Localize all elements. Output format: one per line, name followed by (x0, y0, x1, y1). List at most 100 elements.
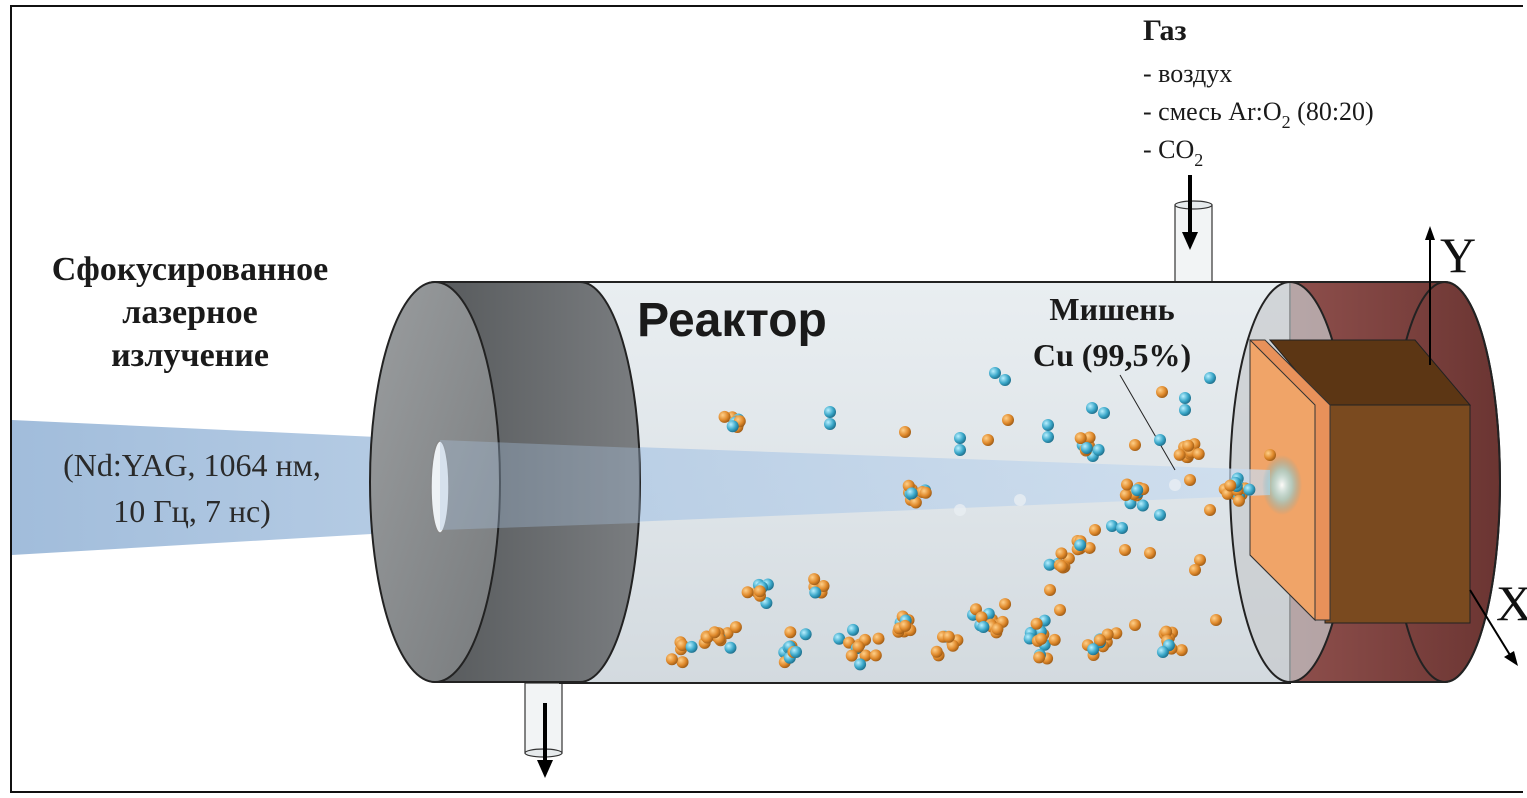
copper-atom (1192, 447, 1205, 460)
copper-atom (991, 623, 1004, 636)
gas-inlet-tube (1174, 204, 1213, 284)
copper-atom (1119, 544, 1131, 556)
target-block-front (1324, 404, 1471, 624)
copper-atom (1210, 614, 1222, 626)
x-axis-line (1469, 589, 1511, 656)
plasma-glow (1262, 455, 1302, 515)
copper-atom (899, 426, 911, 438)
copper-atom (1083, 431, 1096, 444)
gas-inlet-tube-top (1174, 200, 1213, 210)
copper-atom (869, 649, 882, 662)
laser-beam-overlay (440, 440, 640, 530)
oxygen-atom (1154, 509, 1166, 521)
copper-atom (999, 598, 1012, 611)
copper-atom (1204, 504, 1216, 516)
copper-atom (1119, 488, 1132, 501)
reactor-label: Реактор (637, 294, 827, 347)
target-label-line-1: Мишень (1049, 291, 1174, 327)
oxygen-atom (854, 658, 867, 671)
oxygen-atom (1092, 443, 1105, 456)
copper-atom (1055, 560, 1068, 573)
copper-atom (1182, 439, 1195, 452)
copper-atom (729, 621, 742, 634)
copper-atom (1089, 524, 1101, 536)
copper-atom (1224, 479, 1237, 492)
copper-atom (1232, 494, 1245, 507)
oxygen-atom (1086, 402, 1098, 414)
copper-atom (708, 626, 721, 639)
oxygen-atom (1098, 407, 1110, 419)
oxygen-atom (685, 640, 698, 653)
oxygen-atom (1179, 404, 1191, 416)
copper-atom (1129, 619, 1141, 631)
faint-particle (954, 504, 966, 516)
copper-atom (676, 639, 689, 652)
oxygen-atom (726, 420, 739, 433)
laser-title-line-2: лазерное (122, 294, 257, 331)
oxygen-atom (1131, 484, 1144, 497)
copper-atom (1054, 604, 1066, 616)
copper-atom (718, 410, 731, 423)
laser-beam (12, 420, 1270, 555)
oxygen-atom (799, 628, 812, 641)
oxygen-atom (1116, 522, 1128, 534)
laser-params-line-1: (Nd:YAG, 1064 нм, (63, 447, 321, 483)
oxygen-atom (1179, 392, 1191, 404)
oxygen-atom (824, 418, 836, 430)
copper-atom (946, 639, 959, 652)
copper-atom (1264, 449, 1276, 461)
oxygen-atom (1154, 434, 1166, 446)
copper-atom (808, 573, 821, 586)
oxygen-atom (905, 487, 918, 500)
copper-atom (1129, 439, 1141, 451)
target-leader-line (1119, 374, 1176, 471)
copper-atom (1160, 625, 1173, 638)
copper-atom (741, 586, 754, 599)
copper-atom (1156, 386, 1168, 398)
gas-item-3: - CO2 (1143, 135, 1203, 170)
gas-inlet-arrowhead (1182, 232, 1198, 250)
oxygen-atom (833, 632, 846, 645)
copper-atom (817, 579, 830, 592)
oxygen-atom (847, 623, 860, 636)
oxygen-atom (1043, 558, 1056, 571)
oxygen-atom (954, 432, 966, 444)
copper-atom (676, 656, 689, 669)
oxygen-atom (824, 406, 836, 418)
copper-atom (1144, 547, 1156, 559)
oxygen-atom (790, 645, 803, 658)
copper-atom (1074, 432, 1087, 445)
oxygen-atom (1136, 499, 1149, 512)
y-axis-label: Y (1440, 227, 1476, 283)
copper-atom (872, 632, 885, 645)
copper-atom (1030, 617, 1043, 630)
target-label-line-2: Cu (99,5%) (1033, 337, 1191, 373)
y-axis-arrowhead (1425, 226, 1435, 240)
copper-atom (784, 626, 797, 639)
copper-atom (909, 496, 922, 509)
oxygen-atom (1204, 372, 1216, 384)
copper-atom (1194, 554, 1206, 566)
oxygen-atom (1042, 419, 1054, 431)
copper-atom (753, 585, 766, 598)
copper-atom (1002, 414, 1014, 426)
copper-atom (919, 486, 932, 499)
copper-atom (930, 645, 943, 658)
copper-atom (1044, 584, 1056, 596)
oxygen-atom (1106, 520, 1118, 532)
oxygen-atom (809, 586, 822, 599)
gas-title: Газ (1143, 14, 1187, 47)
oxygen-atom (1074, 539, 1087, 552)
copper-atom (1055, 547, 1068, 560)
copper-atom (1184, 474, 1196, 486)
oxygen-atom (999, 374, 1011, 386)
oxygen-atom (977, 621, 990, 634)
copper-atom (942, 630, 955, 643)
oxygen-atom (1080, 442, 1093, 455)
gas-item-2: - смесь Ar:O2 (80:20) (1143, 97, 1374, 132)
diagram-frame (10, 5, 1523, 793)
copper-atom (1173, 448, 1186, 461)
copper-atom (1121, 478, 1134, 491)
copper-atom (1048, 633, 1061, 646)
